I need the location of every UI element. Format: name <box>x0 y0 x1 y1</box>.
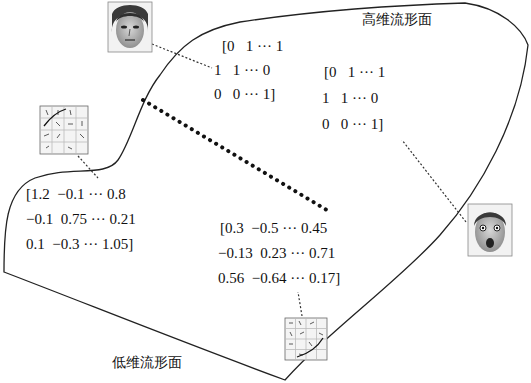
matrix-row: 0 0 ··· 1] <box>214 86 275 103</box>
matrix-row: 0.1 −0.3 ··· 1.05] <box>26 236 133 253</box>
leader-lines <box>78 44 466 316</box>
matrix-row: 0.56 −0.64 ··· 0.17] <box>218 270 340 287</box>
manifold-label: 高维流形面 <box>362 12 432 27</box>
face-image-surprised <box>468 204 512 256</box>
matrix-row: [0 1 ··· 1 <box>222 38 283 55</box>
matrix-row: 1 1 ··· 0 <box>214 62 270 79</box>
matrix-row: [0 1 ··· 1 <box>324 64 385 81</box>
manifold-label: 低维流形面 <box>112 355 182 370</box>
flow-grid-image-bottom <box>285 318 327 360</box>
matrix-row: [0.3 −0.5 ··· 0.45 <box>220 220 327 237</box>
matrix-row: [1.2 −0.1 ··· 0.8 <box>26 186 126 203</box>
manifold-surface <box>4 3 528 380</box>
matrix-row: 0 0 ··· 1] <box>322 116 383 133</box>
geodesic-dotted-line <box>143 100 330 212</box>
matrix-row: 1 1 ··· 0 <box>322 90 378 107</box>
face-image-neutral <box>108 2 152 52</box>
matrix-row: −0.13 0.23 ··· 0.71 <box>218 245 335 262</box>
flow-grid-image-left <box>40 106 88 154</box>
matrix-row: −0.1 0.75 ··· 0.21 <box>26 211 136 228</box>
